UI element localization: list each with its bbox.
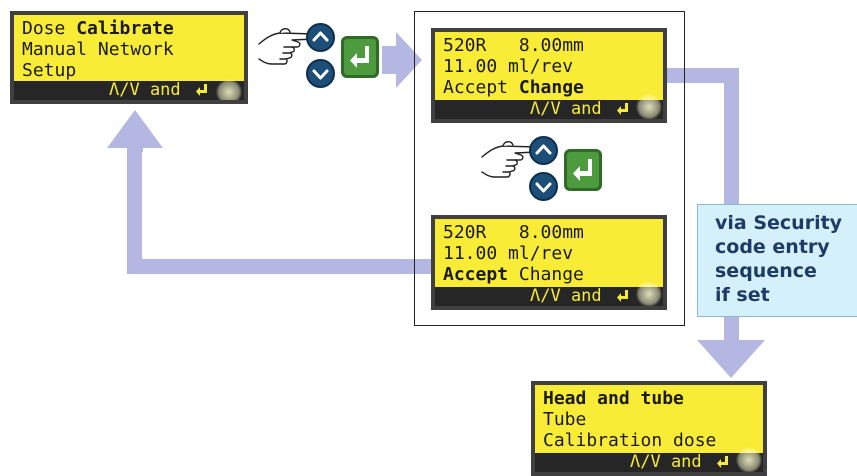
lcd-calibration-change: 520R 8.00mm 11.00 ml/rev Accept Change Λ… <box>431 28 667 123</box>
enter-glyph-icon <box>617 290 628 302</box>
menu-line-dose-calibrate: Dose Calibrate <box>22 19 174 39</box>
menu-item-calibration-dose: Calibration dose <box>543 430 717 451</box>
note-line-3: sequence <box>715 260 817 282</box>
return-arrow-head <box>107 110 163 152</box>
down-arrow-key-icon <box>529 172 558 201</box>
nav-hint: Λ/V and <box>630 452 702 472</box>
forward-arrow <box>382 32 422 88</box>
enter-glyph-icon <box>196 84 207 96</box>
head-and-tube-size: 520R 8.00mm <box>443 35 584 56</box>
menu-item-tube: Tube <box>543 409 587 430</box>
nav-hint: Λ/V and <box>109 80 181 100</box>
option-change-selected: Change <box>518 77 584 98</box>
lcd-nav-bar <box>435 100 663 119</box>
menu-item-dose: Dose <box>22 18 77 39</box>
option-accept-selected: Accept <box>443 264 509 285</box>
enter-key-icon <box>341 36 379 78</box>
calibration-value: 11.00 ml/rev <box>443 243 574 264</box>
lcd-calibration-accept: 520R 8.00mm 11.00 ml/rev Accept Change Λ… <box>431 215 667 310</box>
menu-item-head-and-tube-selected: Head and tube <box>543 388 684 409</box>
lcd-nav-bar <box>435 287 663 306</box>
up-arrow-key-icon <box>529 136 558 165</box>
lcd-glare <box>216 79 242 100</box>
menu-item-setup: Setup <box>22 60 77 81</box>
lcd-glare <box>636 94 662 119</box>
note-line-2: code entry <box>715 236 830 258</box>
lcd-nav-bar <box>14 81 244 100</box>
calibration-panel-frame <box>414 11 685 326</box>
enter-glyph-icon <box>617 103 628 115</box>
lcd-glare <box>636 281 662 306</box>
note-line-4: if set <box>715 284 770 306</box>
lcd-glare <box>736 447 762 472</box>
security-note: via Security code entry sequence if set <box>697 204 857 317</box>
nav-hint: Λ/V and <box>530 286 602 306</box>
accept-change-line: Accept Change <box>443 265 584 285</box>
option-change: Change <box>508 264 584 285</box>
nav-hint: Λ/V and <box>530 99 602 119</box>
lcd-nav-bar <box>535 453 763 472</box>
menu-item-manual-network: Manual Network <box>22 39 174 60</box>
down-arrow-key-icon <box>306 59 335 88</box>
accept-change-line: Accept Change <box>443 78 584 98</box>
lcd-head-and-tube: Head and tube Tube Calibration dose Λ/V … <box>531 381 767 476</box>
calibration-value: 11.00 ml/rev <box>443 56 574 77</box>
return-arrow-horizontal <box>127 259 432 274</box>
option-accept: Accept <box>443 77 519 98</box>
menu-item-calibrate-selected: Calibrate <box>76 18 174 39</box>
change-arrow-head <box>697 340 765 378</box>
head-and-tube-size: 520R 8.00mm <box>443 222 584 243</box>
up-arrow-key-icon <box>306 23 335 52</box>
enter-key-icon <box>564 149 602 191</box>
lcd-main-menu: Dose Calibrate Manual Network Setup Λ/V … <box>10 11 248 104</box>
change-arrow-horizontal <box>667 68 739 83</box>
enter-glyph-icon <box>717 456 728 468</box>
return-arrow-vertical <box>127 145 142 274</box>
note-line-1: via Security <box>715 212 843 234</box>
